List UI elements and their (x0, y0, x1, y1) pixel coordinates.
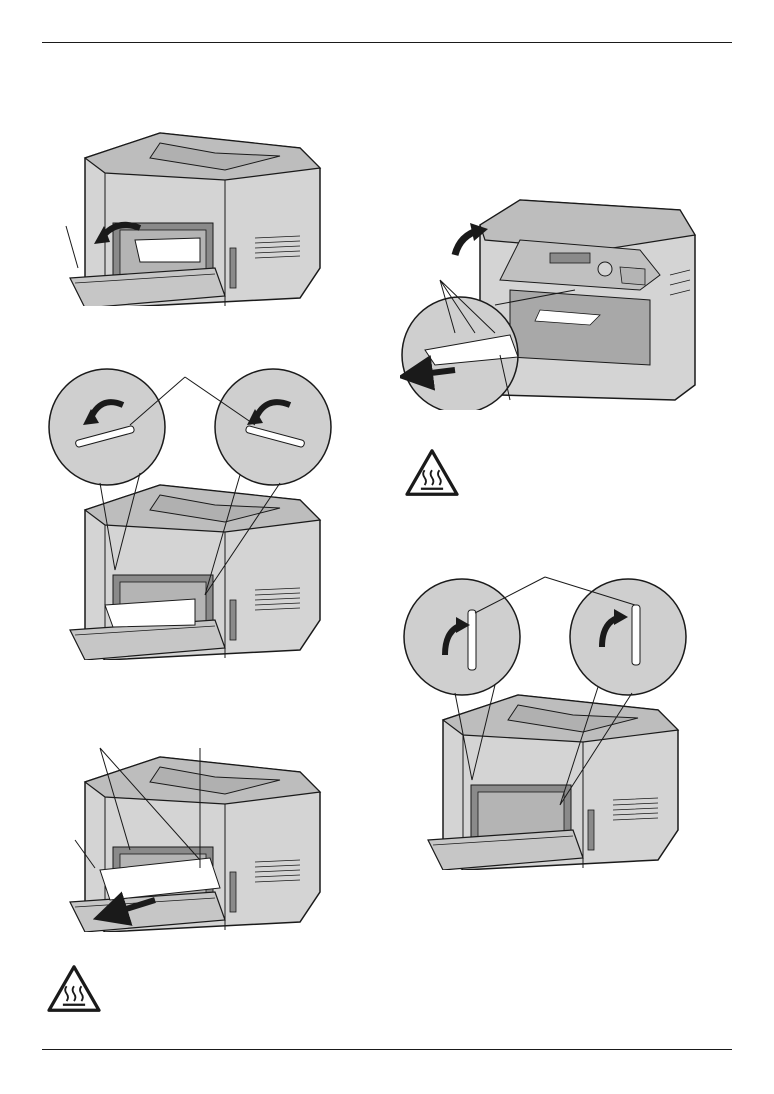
zoom-circle-left (404, 579, 520, 695)
figure-front-pull-paper (400, 195, 700, 410)
footer-rule (42, 1049, 732, 1050)
hot-surface-icon-2 (404, 448, 460, 498)
zoom-circle-right (215, 369, 331, 485)
figure-rear-release-levers (45, 365, 335, 660)
header-rule (42, 42, 732, 43)
figure-rear-remove-paper (60, 740, 325, 932)
zoom-circle-left (49, 369, 165, 485)
figure-rear-levers-up (400, 575, 695, 870)
hot-surface-icon (46, 964, 102, 1014)
zoom-circle-right (570, 579, 686, 695)
figure-rear-open-cover (60, 128, 325, 306)
